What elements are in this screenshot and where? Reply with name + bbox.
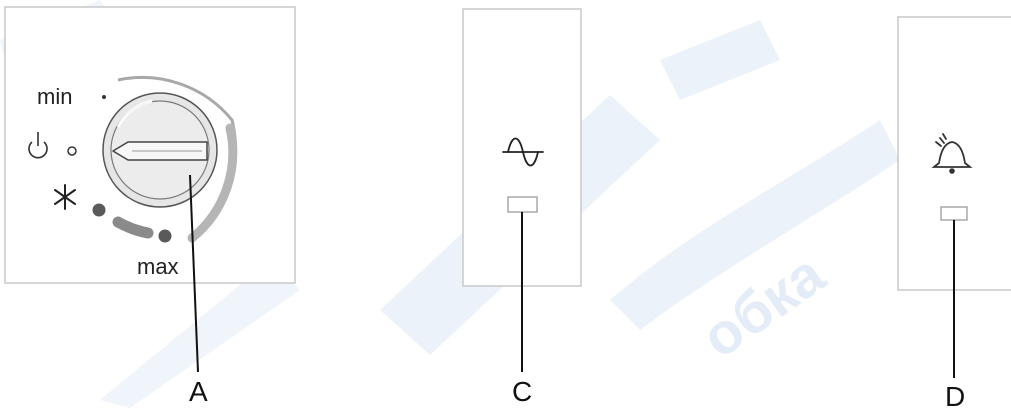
min-position-dot (102, 95, 106, 99)
power-icon (28, 132, 48, 159)
indicator-light-c (507, 196, 538, 213)
scale-dash (112, 216, 154, 239)
callout-a-leader (189, 174, 199, 373)
temperature-scale-arc-thick (187, 123, 238, 243)
asterisk-icon (54, 184, 76, 210)
indicator-light-d (940, 206, 968, 221)
off-position-icon (67, 146, 77, 156)
panel-d: D (897, 16, 1011, 408)
panel-a: min max (4, 6, 296, 407)
panel-c: C (462, 8, 582, 407)
callout-d-letter: D (945, 381, 965, 408)
callout-c-letter: C (512, 376, 532, 407)
scale-dot-2 (158, 229, 172, 243)
sine-wave-icon (502, 137, 544, 167)
dial-min-label: min (37, 84, 72, 109)
alarm-bell-icon (931, 133, 973, 174)
temperature-knob[interactable] (102, 92, 218, 208)
scale-dot-1 (92, 203, 106, 217)
callout-a-letter: A (189, 376, 208, 407)
dial-max-label: max (137, 254, 179, 279)
